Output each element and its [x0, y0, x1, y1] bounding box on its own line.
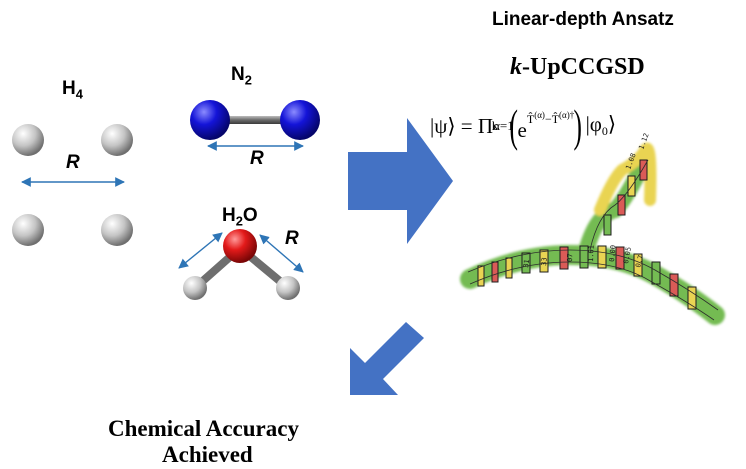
h2o-distance-arrow-right — [259, 234, 304, 273]
equation-paren-left: ( — [509, 100, 519, 151]
h4-atom-bottom-left — [12, 214, 44, 246]
gate-label-3: 0.7 — [634, 254, 645, 268]
h4-molecule — [12, 124, 133, 246]
gate-4 — [521, 252, 531, 274]
gate-label-7: 07 — [566, 253, 574, 262]
gate-3 — [505, 257, 513, 279]
n2-atom-left — [190, 100, 230, 140]
equation-ket-phi: |φ0⟩ — [585, 112, 617, 139]
gate-label-4: 0.05 — [622, 246, 633, 264]
circuit-band-top — [594, 142, 657, 216]
circuit-wire-3 — [589, 159, 649, 251]
circuit-graphic: 1.12 1.08 0.7 0.05 0.00 1.61 07 33 31 — [460, 132, 725, 325]
equation-ket-psi: |ψ⟩ = Π — [430, 113, 494, 138]
down-left-block-arrow — [350, 322, 424, 395]
gate-12 — [669, 273, 679, 297]
n2-distance-label: R — [250, 148, 264, 169]
equation-exponential: eT̂(α)−T̂(α)† — [517, 109, 575, 142]
gate-10 — [633, 253, 643, 277]
gate-11 — [651, 261, 661, 285]
n2-bond — [212, 116, 300, 124]
gate-9 — [615, 246, 625, 270]
circuit-band-main — [460, 244, 725, 325]
h4-atom-top-left — [12, 124, 44, 156]
ansatz-title: Linear-depth Ansatz — [492, 9, 674, 30]
h2o-name-pre: H — [222, 205, 236, 226]
h4-subscript: 4 — [75, 86, 83, 102]
gate-17 — [639, 159, 648, 181]
gate-8 — [597, 245, 607, 269]
equation-paren-right: ) — [573, 100, 583, 151]
gate-label-9: 31 — [522, 259, 531, 268]
gate-6 — [559, 246, 569, 270]
gate-2 — [491, 261, 499, 283]
h4-atom-top-right — [101, 124, 133, 156]
gate-7 — [579, 245, 589, 269]
n2-atom-right — [280, 100, 320, 140]
h2o-molecule — [178, 229, 304, 300]
ansatz-method-suffix: -UpCCGSD — [522, 54, 645, 80]
h2o-hydrogen-right — [276, 276, 300, 300]
n2-subscript: 2 — [244, 72, 252, 88]
n2-molecule — [190, 100, 320, 151]
equation-product-upper: k — [491, 118, 499, 133]
gate-13 — [687, 286, 697, 310]
gate-label-6: 1.61 — [587, 245, 596, 262]
circuit-wire-1 — [467, 249, 719, 311]
equation-product-lower: α=1 — [493, 118, 514, 133]
n2-name: N — [231, 64, 245, 85]
h4-distance-label: R — [66, 152, 80, 173]
result-line-2: Achieved — [162, 442, 253, 467]
h4-atom-bottom-right — [101, 214, 133, 246]
h4-name: H — [62, 78, 76, 99]
n2-label: N2 — [231, 64, 252, 88]
ansatz-method-prefix: k — [510, 54, 522, 80]
gate-label-5: 0.00 — [608, 245, 617, 262]
right-block-arrow — [348, 118, 453, 244]
h2o-distance-label: R — [285, 228, 299, 249]
circuit-wire-2 — [469, 261, 715, 321]
h2o-hydrogen-left — [183, 276, 207, 300]
h2o-label: H2O — [222, 205, 258, 229]
h2o-name-post: O — [242, 205, 258, 226]
gate-14 — [603, 214, 612, 236]
gate-15 — [617, 194, 626, 216]
result-line-1: Chemical Accuracy — [108, 416, 299, 441]
h2o-distance-arrow-left — [178, 232, 223, 269]
gate-label-8: 33 — [540, 257, 549, 266]
gate-1 — [477, 265, 485, 287]
h4-label: H4 — [62, 78, 83, 102]
gate-5 — [539, 249, 549, 273]
h2o-subscript: 2 — [235, 213, 243, 229]
h2o-oxygen — [223, 229, 257, 263]
ansatz-method: k-UpCCGSD — [510, 54, 645, 81]
